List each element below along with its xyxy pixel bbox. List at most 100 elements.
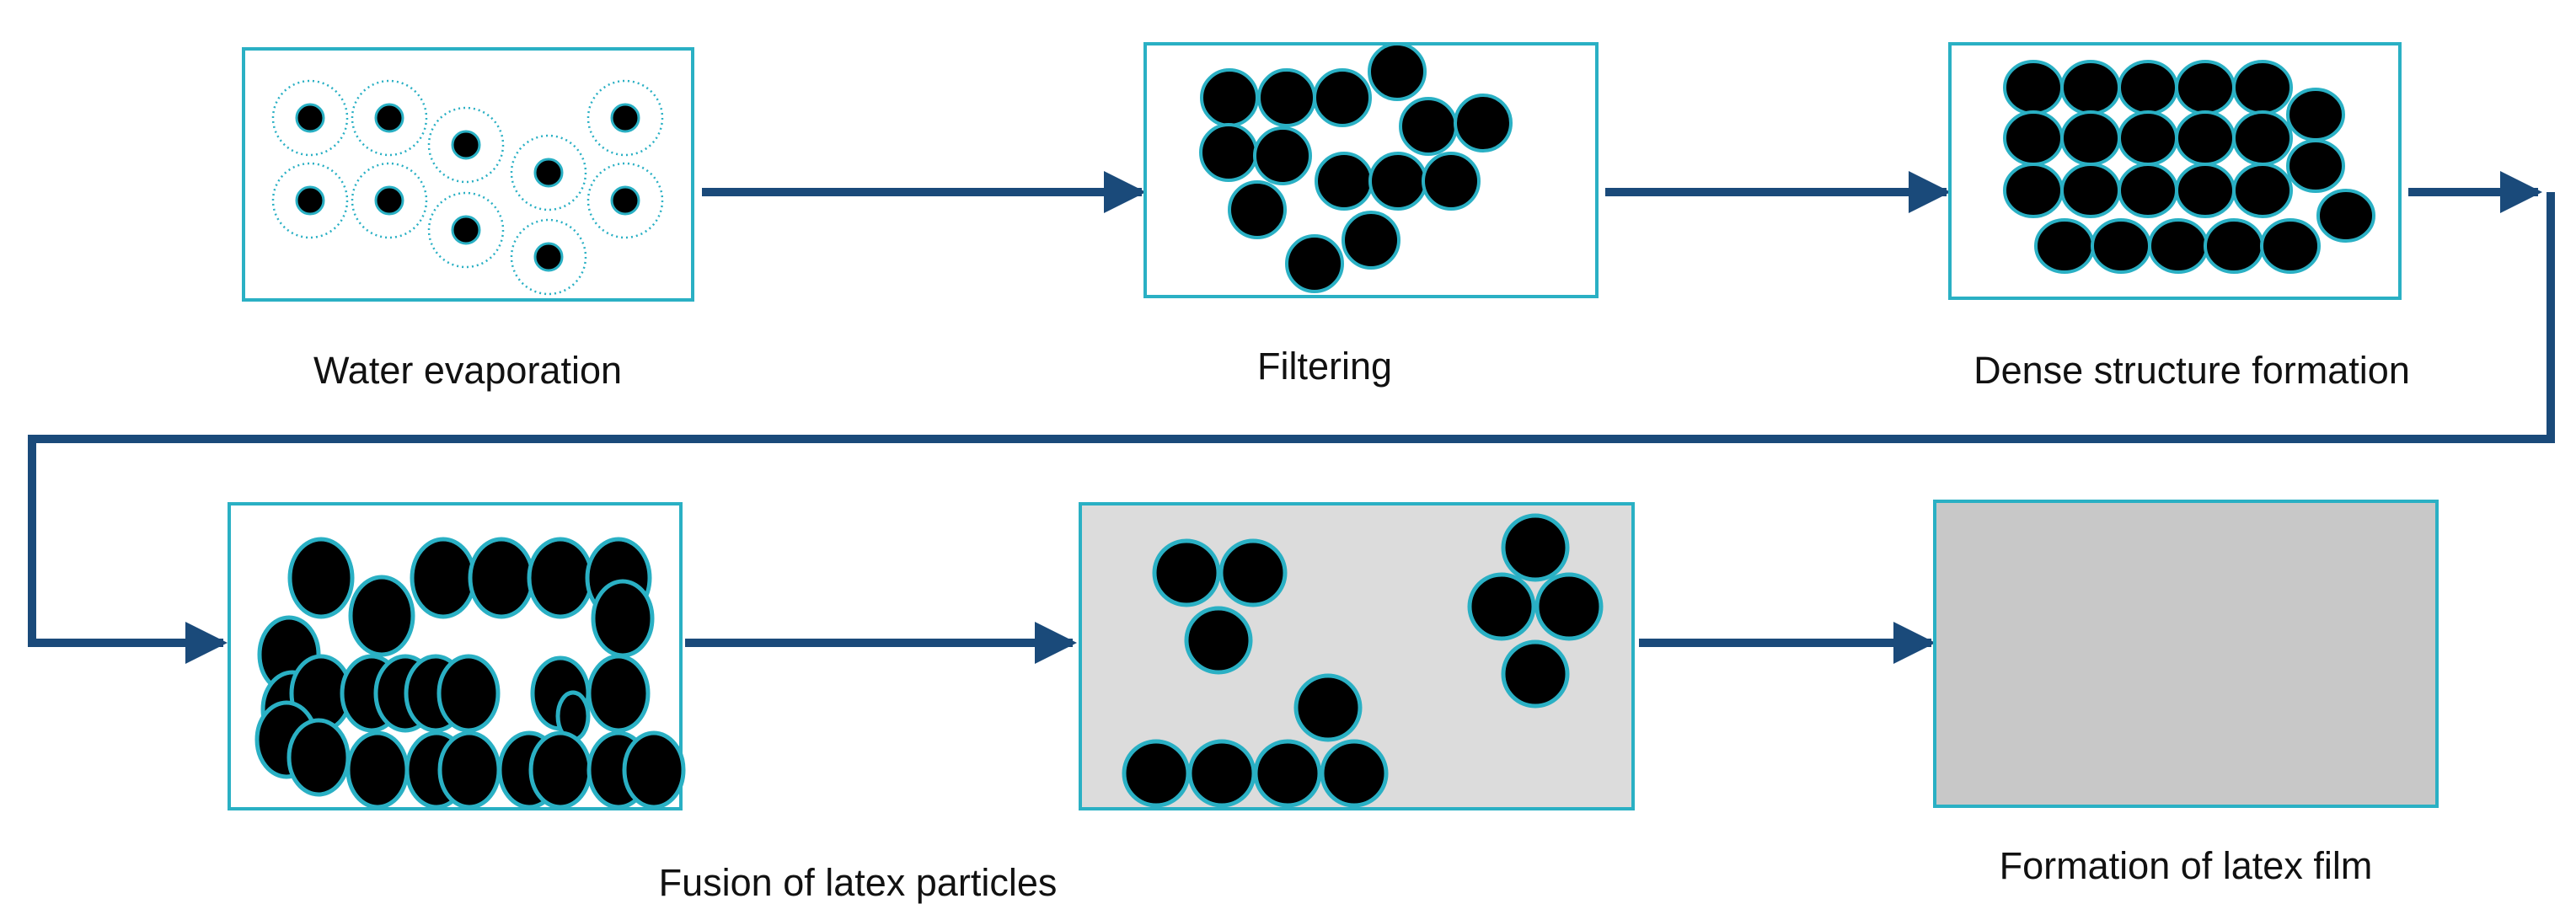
latex-particle — [533, 242, 564, 272]
latex-particle — [2060, 110, 2121, 166]
latex-particle — [1422, 152, 1481, 211]
latex-particle — [287, 537, 355, 619]
latex-particle — [345, 730, 410, 810]
stage-partial-fusion — [1079, 502, 1635, 810]
latex-particle — [2003, 163, 2064, 218]
latex-particle — [295, 103, 325, 133]
water-shell — [510, 218, 587, 296]
latex-particle — [1184, 606, 1253, 675]
stage-caption: Formation of latex film — [2000, 844, 2373, 887]
latex-particle — [2316, 189, 2375, 243]
latex-particle — [437, 730, 501, 810]
latex-particle — [451, 130, 481, 160]
latex-particle — [1320, 739, 1389, 808]
latex-particle — [2232, 110, 2293, 166]
latex-particle — [2118, 60, 2178, 115]
stage-filtering: Filtering — [1143, 42, 1599, 388]
latex-particle — [374, 103, 404, 133]
connectors — [28, 171, 2555, 664]
stage-caption: Fusion of latex particles — [659, 861, 1058, 904]
latex-particle — [2148, 218, 2209, 274]
latex-particle — [2091, 218, 2151, 274]
water-shell — [510, 134, 587, 211]
latex-particle — [2118, 110, 2178, 166]
latex-particle — [1218, 538, 1288, 607]
latex-particle — [2204, 218, 2264, 274]
stage-water-evaporation: Water evaporation — [242, 47, 694, 392]
latex-particle — [2286, 139, 2345, 193]
latex-film — [1933, 500, 2439, 808]
latex-particle — [1257, 68, 1316, 127]
water-shell — [586, 162, 664, 239]
latex-particle — [348, 575, 415, 657]
latex-particle — [2003, 110, 2064, 166]
water-shell — [427, 106, 505, 184]
latex-particle — [1253, 126, 1312, 185]
latex-particle — [410, 537, 477, 619]
latex-particle — [374, 185, 404, 216]
latex-particle — [1152, 538, 1221, 607]
arrow-row-wrap-to-fusion — [28, 192, 2555, 664]
latex-particle — [2060, 163, 2121, 218]
stage-dense-structure: Dense structure formation — [1948, 42, 2410, 392]
water-coated-particles — [271, 79, 664, 296]
latex-particle — [287, 718, 351, 797]
latex-particle — [1368, 42, 1427, 101]
latex-particle — [527, 537, 594, 619]
stage-caption: Filtering — [1257, 345, 1392, 388]
latex-particle — [1315, 152, 1374, 211]
latex-particle — [1454, 94, 1513, 152]
latex-particle — [610, 185, 640, 216]
latex-particle — [1187, 739, 1256, 808]
latex-particle — [1199, 123, 1258, 182]
latex-particle — [586, 654, 651, 733]
water-shell — [351, 79, 428, 157]
water-shell — [351, 162, 428, 239]
latex-particle — [1313, 68, 1372, 127]
latex-particle — [2232, 60, 2293, 115]
remaining-particles — [1122, 513, 1604, 808]
latex-particle — [2003, 60, 2064, 115]
latex-particle — [2060, 60, 2121, 115]
latex-particle — [1534, 572, 1604, 641]
latex-particle — [468, 537, 535, 619]
latex-particle — [2034, 218, 2095, 274]
latex-particle — [1467, 572, 1536, 641]
stage-fusion: Fusion of latex particles — [228, 502, 1058, 904]
latex-particle — [2232, 163, 2293, 218]
latex-particle — [1293, 673, 1363, 742]
latex-particle — [1368, 152, 1427, 211]
dense-particles — [2003, 60, 2375, 274]
latex-particle — [533, 158, 564, 188]
latex-particle — [1228, 180, 1287, 239]
stage-caption: Water evaporation — [313, 349, 622, 392]
latex-particle — [1399, 97, 1458, 156]
water-shell — [271, 79, 349, 157]
latex-particle — [591, 579, 655, 658]
latex-particle — [2175, 60, 2236, 115]
water-shell — [586, 79, 664, 157]
latex-particle — [1200, 68, 1259, 127]
latex-particle — [1253, 739, 1322, 808]
latex-particle — [1501, 513, 1570, 582]
stage-caption: Dense structure formation — [1974, 349, 2410, 392]
latex-particle — [528, 730, 592, 810]
water-shell — [427, 191, 505, 269]
latex-particle — [436, 654, 501, 733]
latex-particle — [610, 103, 640, 133]
water-shell — [271, 162, 349, 239]
latex-particle — [622, 730, 686, 810]
stage-frame — [242, 47, 694, 302]
latex-particle — [1501, 639, 1570, 709]
latex-particle — [451, 215, 481, 245]
latex-particle — [1122, 739, 1191, 808]
latex-particle — [2175, 163, 2236, 218]
latex-particle — [1285, 234, 1344, 293]
latex-particle — [1342, 211, 1400, 270]
latex-particle — [295, 185, 325, 216]
latex-particle — [2118, 163, 2178, 218]
latex-particle — [2286, 88, 2345, 142]
latex-particle — [2260, 218, 2321, 274]
latex-particle — [2175, 110, 2236, 166]
